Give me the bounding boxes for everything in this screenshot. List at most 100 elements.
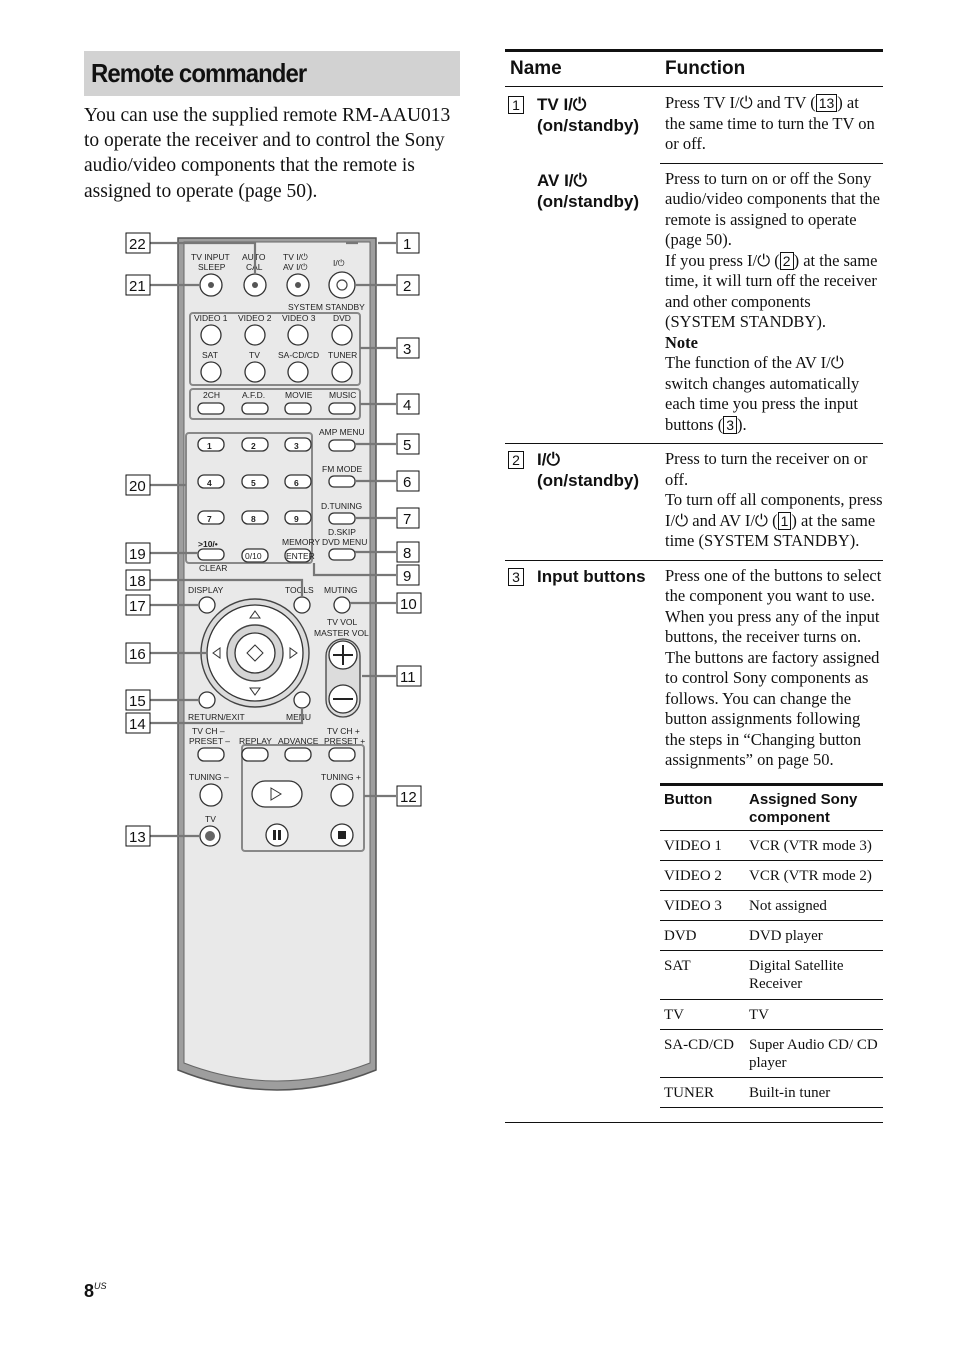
header-button: Button (664, 790, 713, 808)
row-name: AV I/⏻ (on/standby) (537, 170, 639, 211)
callouts-right: 1 2 3 4 5 6 7 8 9 10 11 12 (396, 232, 422, 807)
video3-button[interactable] (287, 324, 309, 346)
num-1-button[interactable] (197, 437, 225, 452)
num-9-button[interactable] (284, 510, 312, 525)
music-button[interactable] (328, 402, 356, 415)
enter-button[interactable] (284, 548, 312, 563)
assignment-header: Button Assigned Sony component (660, 786, 883, 831)
dvd-menu-button[interactable] (328, 548, 356, 561)
label-video2: VIDEO 2 (238, 313, 272, 323)
callout-6: 6 (403, 474, 411, 491)
ref-box: 13 (815, 94, 838, 112)
row-name: Input buttons (537, 566, 646, 586)
number-pad: 1 2 3 4 5 6 7 8 9 (197, 437, 312, 525)
dvd-button[interactable] (331, 324, 353, 346)
fast-forward-button[interactable] (330, 783, 354, 807)
right-arrow-icon (289, 647, 298, 659)
callout-20: 20 (129, 478, 146, 495)
sat-button[interactable] (200, 361, 222, 383)
video1-button[interactable] (200, 324, 222, 346)
label-return-exit: RETURN/EXIT (188, 712, 245, 722)
num-3-button[interactable] (284, 437, 312, 452)
2ch-button[interactable] (197, 402, 225, 415)
section-title: Remote commander (91, 58, 307, 88)
sacd-button[interactable] (287, 361, 309, 383)
label-video1: VIDEO 1 (194, 313, 228, 323)
label-sleep: SLEEP (198, 262, 226, 272)
gt10-button[interactable] (197, 548, 225, 561)
num-6-button[interactable] (284, 474, 312, 489)
func-text: ) at the same time to turn the TV on or … (665, 93, 875, 153)
func-text: If you press I/⏻ ( (665, 250, 780, 270)
callout-2: 2 (403, 278, 411, 295)
num-9-label: 9 (294, 514, 299, 524)
label-tv-power: TV I/⏻ (283, 252, 308, 262)
fm-mode-button[interactable] (328, 475, 356, 488)
0-10-button[interactable] (241, 548, 269, 563)
next-track-button[interactable] (328, 747, 356, 762)
replay-button[interactable] (241, 747, 269, 762)
label-tv-small: TV (205, 814, 216, 824)
input-buttons: VIDEO 1 VIDEO 2 VIDEO 3 DVD SAT TV SA-CD… (194, 313, 357, 383)
label-preset-minus: PRESET – (189, 736, 230, 746)
callout-5: 5 (403, 437, 411, 454)
label-power: I/⏻ (333, 258, 345, 268)
movie-button[interactable] (284, 402, 312, 415)
num-2-button[interactable] (241, 437, 269, 452)
row-function: Press to turn the receiver on or off. To… (665, 449, 883, 560)
callout-13: 13 (129, 829, 146, 846)
page-number-suffix: US (94, 1281, 107, 1291)
tv-button[interactable] (244, 361, 266, 383)
callout-10: 10 (400, 596, 417, 613)
callout-1: 1 (403, 236, 411, 253)
num-4-button[interactable] (197, 474, 225, 489)
label-d-skip: D.SKIP (328, 527, 356, 537)
num-8-button[interactable] (241, 510, 269, 525)
num-5-button[interactable] (241, 474, 269, 489)
ref-box: 3 (723, 415, 738, 434)
label-gt10: >10/• (198, 539, 218, 549)
menu-button[interactable] (293, 691, 311, 709)
select-button[interactable] (234, 632, 276, 674)
power-button[interactable] (328, 271, 356, 299)
label-replay: REPLAY (239, 736, 272, 746)
callout-16: 16 (129, 646, 146, 663)
section-heading-bar: Remote commander (84, 51, 460, 96)
tuner-button[interactable] (331, 361, 353, 383)
func-text: To turn off all components, press I/⏻ an… (665, 490, 883, 530)
label-amp-menu: AMP MENU (319, 427, 365, 437)
remote-illustration: .lb { font-size:8.5px; fill:#222; } .lbb… (125, 232, 422, 1091)
return-exit-button[interactable] (198, 691, 216, 709)
header-name: Name (510, 58, 562, 79)
func-text-b: If you press I/⏻ (2) at the same time, i… (665, 251, 883, 333)
muting-button[interactable] (333, 596, 351, 614)
num-7-button[interactable] (197, 510, 225, 525)
note-text: The function of the AV I/⏻ switch change… (665, 353, 883, 435)
label-tv-vol: TV VOL (327, 617, 358, 627)
d-tuning-button[interactable] (328, 512, 356, 525)
num-3-label: 3 (294, 441, 299, 451)
amp-menu-button[interactable] (328, 439, 356, 452)
afd-button[interactable] (241, 402, 269, 415)
table-row: 2 I/⏻ (on/standby) Press to turn the rec… (505, 444, 883, 561)
ref-box: 2 (779, 251, 794, 270)
cell-component: VCR (VTR mode 3) (749, 837, 872, 854)
tools-button[interactable] (293, 596, 311, 614)
display-button[interactable] (198, 596, 216, 614)
advance-button[interactable] (284, 747, 312, 762)
play-button[interactable] (251, 780, 303, 808)
func-text: ) at the same time, it will turn off the… (665, 250, 878, 332)
rewind-button[interactable] (199, 783, 223, 807)
label-memory: MEMORY (282, 537, 320, 547)
pause-button[interactable] (265, 823, 289, 847)
prev-track-button[interactable] (197, 747, 225, 762)
label-d-tuning: D.TUNING (321, 501, 362, 511)
label-music: MUSIC (329, 390, 356, 400)
video2-button[interactable] (244, 324, 266, 346)
